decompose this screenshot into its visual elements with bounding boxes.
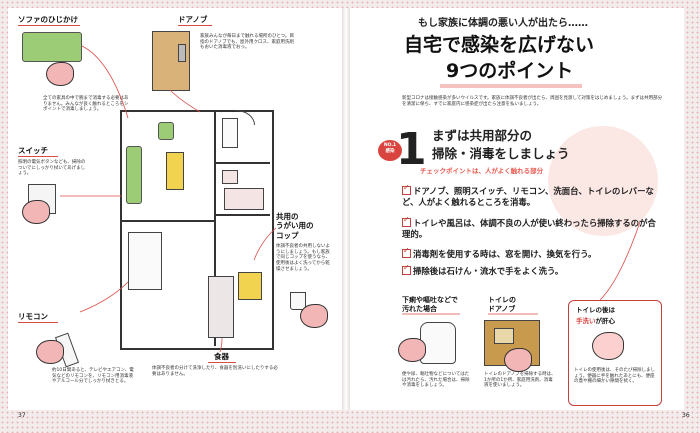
main-title-line1: 自宅で感染を広げない <box>404 34 595 56</box>
remote-title: リモコン <box>18 312 48 321</box>
book-gutter <box>342 8 350 410</box>
door-title-underline <box>178 25 212 26</box>
switch-title: スイッチ <box>18 146 48 155</box>
checkbox-icon <box>402 263 411 275</box>
plan-sofa <box>126 146 142 204</box>
bullet-item: 掃除後は石けん・流水で手をよく洗う。 <box>402 263 664 277</box>
plan-washbasin <box>222 170 238 184</box>
handwash-title-c: が肝心 <box>595 317 616 325</box>
food-text: 体調不良者の分けて洗浄したり、食器を別洗いにしたりする必要はありません。 <box>152 366 278 377</box>
intro-text: 新型コロナは接触感染が多いウイルスです。家族に体調不良者が出たら、周囲を見渡して… <box>402 96 663 107</box>
floor-plan-wall <box>120 220 214 222</box>
hand-icon <box>300 304 328 328</box>
cup-text: 体調不良者の共用しないようにしましょう。もし家族で同じコップを使うなら、使用後は… <box>276 244 330 272</box>
floor-plan-wall <box>214 162 270 164</box>
plan-bathtub <box>224 188 264 210</box>
checkbox-icon <box>402 215 411 227</box>
hand-icon <box>398 338 426 362</box>
cup-illustration <box>290 292 306 310</box>
kicker: もし家族に体調の悪い人が出たら…… <box>418 18 588 29</box>
title-highlight <box>440 84 582 88</box>
bullet-item: ドアノブ、照明スイッチ、リモコン、洗面台、トイレのレバーなど、人がよく触れるとこ… <box>402 183 664 208</box>
main-title-line2: 9つのポイント <box>446 60 574 82</box>
door-text: 家族みんなが毎日まで触れる場所のひとつ。目指のドアノブでも、屋外用クロス、家庭用… <box>200 34 295 51</box>
sofa-armrest-illustration <box>22 32 82 62</box>
sofa-title-underline <box>18 25 80 26</box>
knob-title: トイレの ドアノブ <box>488 296 516 313</box>
bullet-item: トイレや風呂は、体調不良の人が使い終わったら掃除するのが合理的。 <box>402 215 664 240</box>
bullet-item: 消毒剤を使用する時は、窓を開け、換気を行う。 <box>402 246 664 260</box>
floor-plan-wall <box>214 214 270 216</box>
plan-bed <box>128 232 162 290</box>
sofa-text: 全ての家具の中で腕まで消毒する必要はありません。みんなが良く触れるところをシポイ… <box>43 96 129 113</box>
toilet-text: 便や尿、嘔吐物などについてはたは汚れたら、汚れた場合は、掃除や消毒をしましょう。 <box>402 372 470 389</box>
switch-text: 照明の電気ボタンなども、掃除のついでにしっかり拭いてあげましょう。 <box>18 160 86 177</box>
washing-hands-icon <box>592 332 624 360</box>
plan-kitchen <box>208 276 234 338</box>
handwash-title-emphasis: 手洗い <box>576 317 596 325</box>
bullet-text: トイレや風呂は、体調不良の人が使い終わったら掃除するのが合理的。 <box>402 218 656 239</box>
left-page-number: 37 <box>18 412 26 419</box>
plan-chair <box>158 122 174 140</box>
switch-title-underline <box>18 156 58 157</box>
handwash-title-a: トイレの後は <box>576 306 615 314</box>
food-title-underline <box>208 362 236 363</box>
bullet-text: 消毒剤を使用する時は、窓を開け、換気を行う。 <box>413 249 597 259</box>
checkbox-icon <box>402 246 411 258</box>
handwash-title: 手洗いが肝心 <box>576 317 615 325</box>
knob-text: トイレのドアノブを掃除する時は、1か所の1か所、家庭用洗剤、消毒液を使いましょう… <box>484 372 556 389</box>
toilet-title: 下痢や嘔吐などで 汚れた場合 <box>402 296 458 313</box>
point-heading-line2: 掃除・消毒をしましょう <box>432 146 570 161</box>
sofa-title: ソファのひじかけ <box>18 15 78 24</box>
door-plate <box>178 44 186 62</box>
door-sign <box>494 328 514 344</box>
point-heading-line1: まずは共用部分の <box>432 128 533 143</box>
bullet-text: 掃除後は石けん・流水で手をよく洗う。 <box>413 266 564 276</box>
plan-table <box>238 272 262 300</box>
plan-toilet <box>222 118 238 148</box>
hand-icon <box>46 62 74 86</box>
remote-title-underline <box>18 322 58 323</box>
cup-title: 共用の うがい用の コップ <box>276 212 314 240</box>
floor-plan-wall <box>214 110 216 346</box>
door-title: ドアノブ <box>178 15 208 24</box>
right-page-number: 36 <box>682 412 690 419</box>
point-subheading: チェックポイントは、人がよく触れる部分 <box>420 167 544 175</box>
decorative-circle <box>548 126 658 236</box>
hand-icon <box>504 348 532 372</box>
handwash-text: トイレの使用後は、そのたび掃除しましょう。便器に手を触れたあとにも、便座の蓋や棚… <box>574 368 655 385</box>
point-number: 1 <box>396 124 427 175</box>
remote-text: 約10日間あると、テレビやエアコン、電気などのリモコンを、リモコン用消毒液やアル… <box>52 368 134 385</box>
hand-icon <box>22 200 50 224</box>
floor-plan <box>120 110 274 350</box>
bullet-text: ドアノブ、照明スイッチ、リモコン、洗面台、トイレのレバーなど、人がよく触れるとこ… <box>402 186 654 207</box>
plan-table <box>166 152 184 190</box>
point-badge: NO.1 感染 <box>378 140 402 161</box>
food-title: 食器 <box>214 352 229 361</box>
hand-icon <box>36 340 64 364</box>
checkbox-icon <box>402 183 411 195</box>
